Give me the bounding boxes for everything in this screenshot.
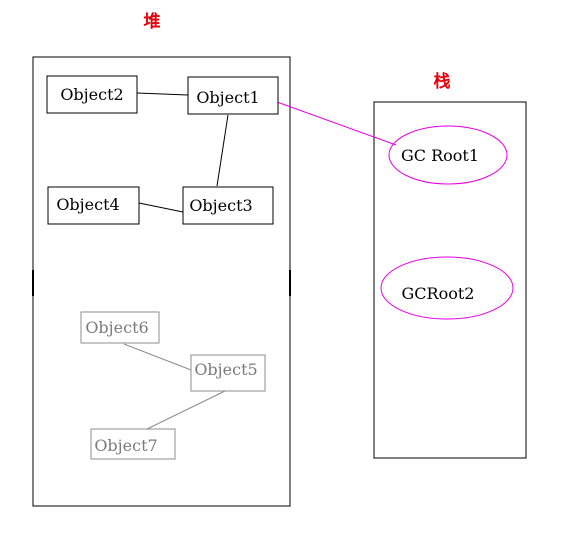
object4-box <box>47 186 140 225</box>
object2-node: Object2 <box>46 75 138 114</box>
object7-node: Object7 <box>90 428 176 460</box>
gc-root1-node: GC Root1 <box>388 125 508 185</box>
stack-title: 栈 <box>434 71 451 92</box>
object5-label: Object5 <box>194 360 257 379</box>
object3-label: Object3 <box>189 196 252 215</box>
object2-label: Object2 <box>60 85 123 104</box>
heap-title: 堆 <box>144 11 161 32</box>
object6-node: Object6 <box>80 311 160 344</box>
object3-node: Object3 <box>182 186 274 225</box>
gc-root1-label: GC Root1 <box>401 146 479 165</box>
object1-label: Object1 <box>196 88 259 107</box>
ref-object2-object1 <box>136 92 189 96</box>
object2-box <box>46 75 138 114</box>
object1-box <box>187 76 279 115</box>
ref-object1-gcroot1 <box>276 101 397 146</box>
object1-node: Object1 <box>187 76 279 115</box>
gc-root1-ellipse <box>388 125 508 185</box>
ref-object6-object5 <box>123 343 192 371</box>
gc-root2-label: GCRoot2 <box>402 284 475 303</box>
object3-box <box>182 186 274 225</box>
object6-label: Object6 <box>85 318 148 337</box>
object7-box <box>90 428 176 460</box>
object7-label: Object7 <box>94 436 157 455</box>
object6-box <box>80 311 160 344</box>
object4-label: Object4 <box>56 195 119 214</box>
stack-container <box>373 101 527 459</box>
ref-object5-object7 <box>146 390 226 430</box>
object4-node: Object4 <box>47 186 140 225</box>
ref-object4-object3 <box>138 202 184 213</box>
ref-object1-object3 <box>216 114 229 187</box>
object5-node: Object5 <box>190 354 266 392</box>
gc-root2-node: GCRoot2 <box>380 256 514 320</box>
object5-box <box>190 354 266 392</box>
gc-root2-ellipse <box>380 256 514 320</box>
